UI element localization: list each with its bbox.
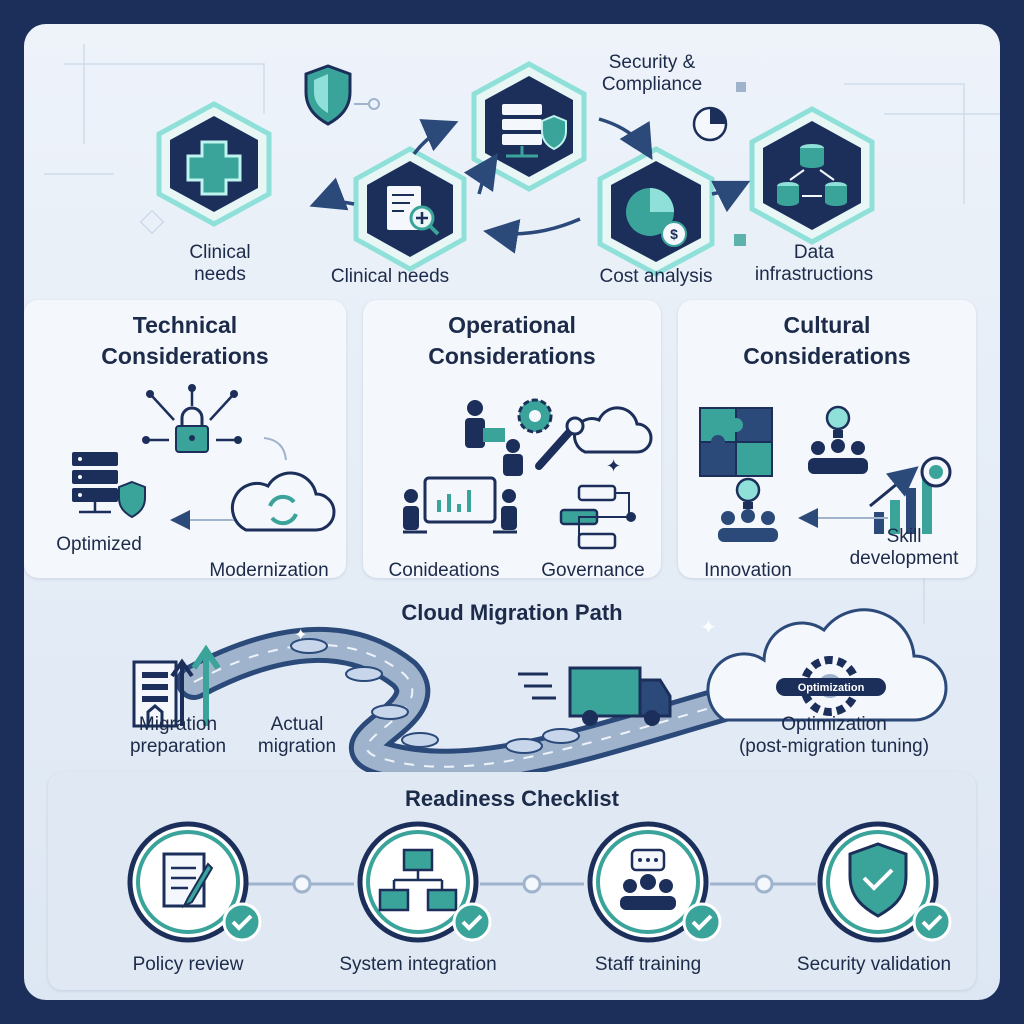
svg-text:$: $ [670, 226, 678, 242]
operational-icons: ✦ [403, 398, 653, 550]
arrow-down-right [598, 117, 653, 161]
innovation-icon [718, 477, 778, 542]
item-label-optimized: Optimized [56, 534, 142, 555]
arrow-curve [263, 437, 287, 461]
flowchart-icon [559, 484, 636, 550]
panel-operational: Operational Considerations [363, 300, 661, 581]
arrow-left-loop [483, 217, 581, 254]
item-label-modernization: Modernization [209, 560, 329, 581]
hex-node-clinical-needs-1 [156, 101, 272, 227]
checklist-label-staff-training: Staff training [594, 954, 702, 975]
medical-cross-icon [186, 140, 242, 196]
truck-icon [518, 666, 672, 726]
arrow-left [309, 177, 355, 211]
migration-section-title: Cloud Migration Path [401, 600, 623, 625]
checkmark-icon [912, 902, 952, 942]
checklist-panel: Readiness Checklist [48, 772, 976, 990]
checkmark-icon [222, 902, 262, 942]
cloud-wrench-icon [535, 406, 653, 470]
arrow-right [711, 180, 751, 213]
checklist-label-policy-review: Policy review [132, 954, 244, 975]
node-label-clinical-needs-2: Clinical needs [330, 266, 450, 287]
document-pen-icon [162, 852, 214, 909]
checklist-label-security-validation: Security validation [796, 954, 952, 975]
growth-target-icon [869, 456, 952, 534]
cloud-sync-icon [230, 471, 336, 532]
cloud-gear-icon [706, 608, 948, 722]
arrow-up-right [412, 119, 459, 156]
server-shield-icon [502, 104, 567, 158]
technical-icons [72, 384, 336, 532]
migration-road: ✦ ✦ [132, 608, 948, 785]
panel-technical: Technical Considerations [24, 300, 346, 581]
checklist-icons [127, 821, 952, 943]
item-label-skill-development: Skill development [849, 526, 959, 569]
team-meeting-icon [403, 476, 517, 534]
cultural-icons [699, 405, 952, 542]
checkmark-icon [682, 902, 722, 942]
idea-team-icon [808, 405, 868, 474]
node-label-cost-analysis: Cost analysis [599, 266, 713, 287]
item-label-innovation: Innovation [704, 560, 792, 581]
sparkle-icon: ✦ [700, 617, 717, 639]
panel-title-operational: Operational Considerations [428, 312, 596, 369]
panel-title-cultural: Cultural Considerations [743, 312, 911, 369]
step-label-migration-preparation: Migration preparation [129, 714, 227, 757]
infographic-frame: $ [24, 24, 1000, 1000]
checkmark-icon [452, 902, 492, 942]
step-label-optimization: Optimization (post-migration tuning) [738, 714, 930, 757]
decor-square [734, 234, 746, 246]
pie-chart-dollar-icon: $ [626, 188, 687, 247]
sparkle-icon: ✦ [606, 456, 621, 476]
shield-icon [304, 64, 380, 126]
node-label-clinical-needs-1: Clinical needs [189, 242, 251, 285]
road-stepping-stones [290, 638, 580, 754]
people-gear-icon [465, 398, 553, 476]
node-label-data-infrastructure: Data infrastructions [754, 242, 874, 285]
step-label-actual-migration: Actual migration [257, 714, 337, 757]
decor-square [736, 82, 746, 92]
checklist-item-policy-review [127, 821, 262, 943]
database-sync-icon [777, 144, 847, 206]
document-search-icon [387, 186, 440, 236]
building-upload-icon [132, 644, 221, 728]
checklist-label-system-integration: System integration [339, 954, 497, 975]
sparkle-icon: ✦ [294, 627, 307, 644]
hex-node-data-infrastructure [749, 106, 875, 245]
arrow-up [463, 153, 498, 195]
checklist-item-system-integration [357, 821, 492, 943]
checklist-item-security-validation [817, 821, 952, 943]
hex-node-security [471, 61, 587, 192]
cloud-badge: Optimization [797, 682, 865, 694]
training-icon [620, 848, 676, 910]
shield-check-icon [848, 842, 908, 918]
item-label-governance: Governance [541, 560, 645, 581]
checklist-item-staff-training [587, 821, 722, 943]
pie-chart-icon [692, 106, 728, 142]
flow-arrows [309, 117, 751, 254]
puzzle-icon [699, 407, 773, 477]
decor-diamond [139, 209, 165, 235]
item-label-conideations: Conideations [388, 560, 500, 581]
hex-node-cost-analysis: $ [597, 146, 715, 277]
network-icon [378, 848, 458, 912]
panel-cultural: Cultural Considerations [678, 300, 976, 581]
lock-network-icon [142, 384, 242, 453]
server-shield-icon [72, 452, 146, 519]
security-compliance-label: Security & Compliance [601, 52, 703, 95]
top-flow-diagram: $ [156, 61, 875, 277]
hex-node-clinical-needs-2 [353, 146, 467, 272]
checklist-title: Readiness Checklist [405, 786, 619, 811]
panel-title-technical: Technical Considerations [101, 312, 269, 369]
